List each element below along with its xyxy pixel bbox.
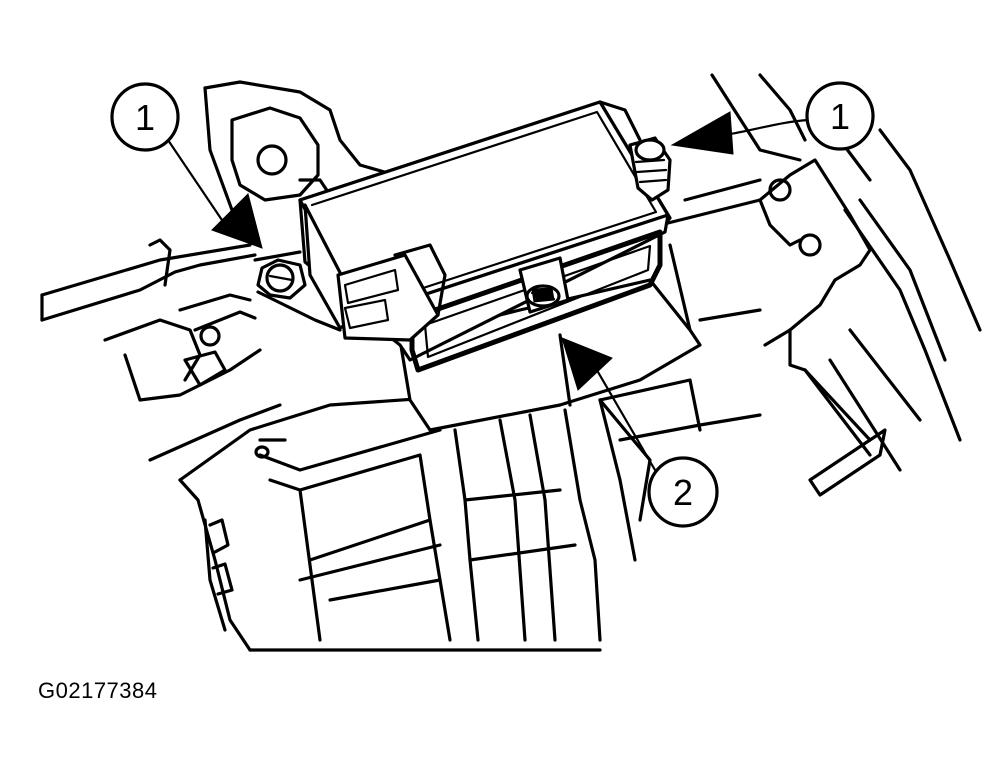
arrow-left-screw: [211, 193, 263, 249]
callout-right-label: 1: [830, 96, 850, 137]
control-module: [253, 100, 702, 432]
callout-bottom: 2: [647, 456, 719, 528]
callout-right: 1: [805, 81, 875, 151]
callout-bottom-label: 2: [673, 472, 693, 513]
arrow-right-screw: [670, 111, 734, 155]
arrow-module: [561, 337, 613, 391]
callout-left-label: 1: [135, 97, 155, 138]
figure-code: G02177384: [38, 678, 158, 703]
callout-left: 1: [110, 82, 180, 152]
callout-arrows: [166, 111, 810, 472]
background-structure: [40, 73, 982, 652]
